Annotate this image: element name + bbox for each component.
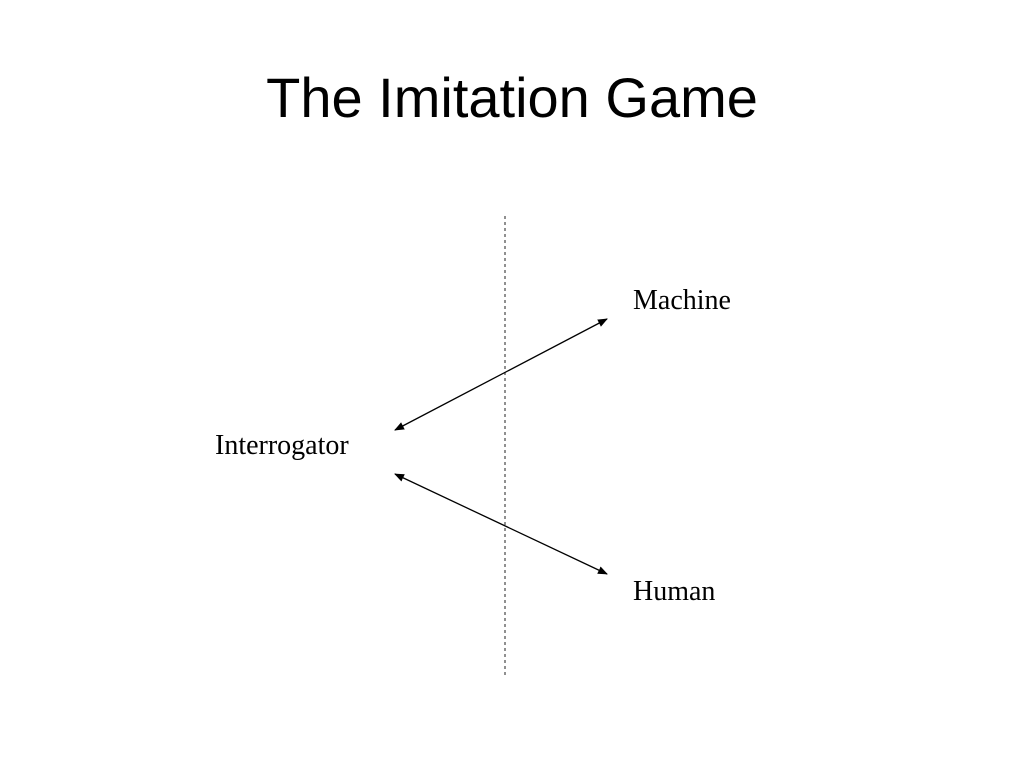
arrow-interrogator-machine bbox=[394, 318, 608, 431]
interrogator-label: Interrogator bbox=[215, 430, 349, 461]
arrow-interrogator-human bbox=[394, 473, 608, 575]
machine-label: Machine bbox=[633, 285, 731, 316]
slide-title: The Imitation Game bbox=[266, 66, 758, 129]
human-label: Human bbox=[633, 576, 716, 607]
